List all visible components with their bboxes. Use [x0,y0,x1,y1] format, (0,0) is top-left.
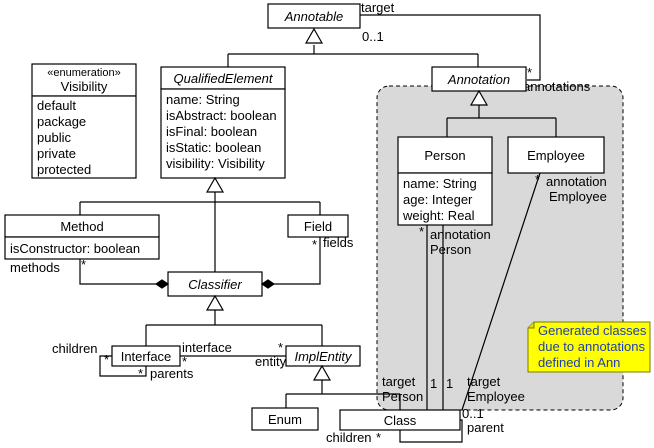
class-self-association [399,419,463,443]
visibility-enumeration[interactable]: «enumeration» Visibility default package… [31,63,137,179]
employee-class[interactable]: Employee [507,136,605,174]
fields-role: fields [323,235,354,250]
annotation-generalization [446,89,557,137]
visibility-stereotype: «enumeration» [47,67,120,79]
interface-class-name: Interface [121,349,172,364]
annotation-class-name: Annotation [447,72,510,87]
qualified-element-attribute: isAbstract: boolean [166,108,277,123]
method-attribute: isConstructor: boolean [10,241,140,256]
employee-annotation-multiplicity: * [535,172,540,187]
generated-classes-note: Generated classes due to annotations def… [527,321,651,373]
annotable-generalization [227,27,479,67]
employee-class-association [461,172,541,411]
qualified-element-generalization [79,176,321,272]
field-composition [260,237,321,289]
employee-annotation-role: annotation [546,174,607,189]
implentity-class-name: ImplEntity [294,349,353,364]
parents-role: parents [150,366,194,381]
annotable-class-name: Annotable [284,9,344,24]
children-multiplicity: * [104,352,109,367]
annotation-class[interactable]: Annotation [431,66,527,92]
methods-multiplicity: * [81,257,86,272]
note-line: Generated classes [538,323,647,338]
person-attribute: weight: Real [402,208,475,223]
person-class-name: Person [424,148,465,163]
employee-class-name: Employee [527,148,585,163]
children-role: children [52,341,98,356]
visibility-name: Visibility [61,79,108,94]
interface-multiplicity: * [182,354,187,369]
entity-multiplicity: * [278,340,283,355]
annotable-class[interactable]: Annotable [267,3,361,29]
note-line: defined in Ann [538,355,620,370]
person-attribute: name: String [403,176,477,191]
class-parent-multiplicity: 0..1 [462,406,484,421]
employee-annotation-role-type: Employee [549,189,607,204]
class-class[interactable]: Class [339,409,461,431]
annotations-multiplicity: * [527,65,532,80]
method-composition [79,259,170,289]
annotable-target-association [360,14,541,81]
target-employee-multiplicity: 1 [446,376,453,391]
implentity-generalization [285,364,401,410]
person-annotation-multiplicity: * [419,224,424,239]
interface-role: interface [182,340,232,355]
classifier-class-name: Classifier [188,277,242,292]
note-line: due to annotations [538,339,645,354]
interface-class[interactable]: Interface [111,345,181,367]
qualified-element-name: QualifiedElement [174,71,274,86]
entity-role: entity [255,354,287,369]
qualified-element-attribute: visibility: Visibility [166,156,265,171]
class-class-name: Class [384,413,417,428]
target-employee-role-type: Employee [467,389,525,404]
target-person-multiplicity: 1 [430,376,437,391]
field-class[interactable]: Field [287,214,349,238]
visibility-literal: package [37,114,86,129]
classifier-generalization [145,294,323,346]
method-class[interactable]: Method isConstructor: boolean [4,214,160,260]
target-employee-role: target [467,374,501,389]
qualified-element-class[interactable]: QualifiedElement name: String isAbstract… [160,66,286,179]
annotable-target-multiplicity: 0..1 [362,29,384,44]
person-attribute: age: Integer [403,192,473,207]
qualified-element-attribute: isFinal: boolean [166,124,257,139]
person-annotation-role-type: Person [430,242,471,257]
class-children-role: children [326,430,372,445]
qualified-element-attribute: isStatic: boolean [166,140,261,155]
visibility-literal: private [37,146,76,161]
qualified-element-attribute: name: String [166,92,240,107]
target-person-role-type: Person [382,389,423,404]
method-class-name: Method [60,219,103,234]
class-parent-role: parent [467,420,504,435]
field-class-name: Field [304,219,332,234]
implentity-class[interactable]: ImplEntity [285,345,361,367]
target-person-role: target [382,374,416,389]
visibility-literal: default [37,98,76,113]
person-class[interactable]: Person name: String age: Integer weight:… [397,136,493,226]
interface-self-association [99,355,147,377]
enum-class[interactable]: Enum [251,407,319,431]
person-annotation-role: annotation [430,227,491,242]
parents-multiplicity: * [138,366,143,381]
methods-role: methods [10,260,60,275]
visibility-literal: public [37,130,71,145]
annotable-target-label: target [361,0,395,15]
visibility-literal: protected [37,162,91,177]
classifier-class[interactable]: Classifier [167,271,263,297]
annotations-role: annotations [523,79,591,94]
fields-multiplicity: * [312,237,317,252]
class-children-multiplicity: * [376,430,381,445]
enum-class-name: Enum [268,412,302,427]
